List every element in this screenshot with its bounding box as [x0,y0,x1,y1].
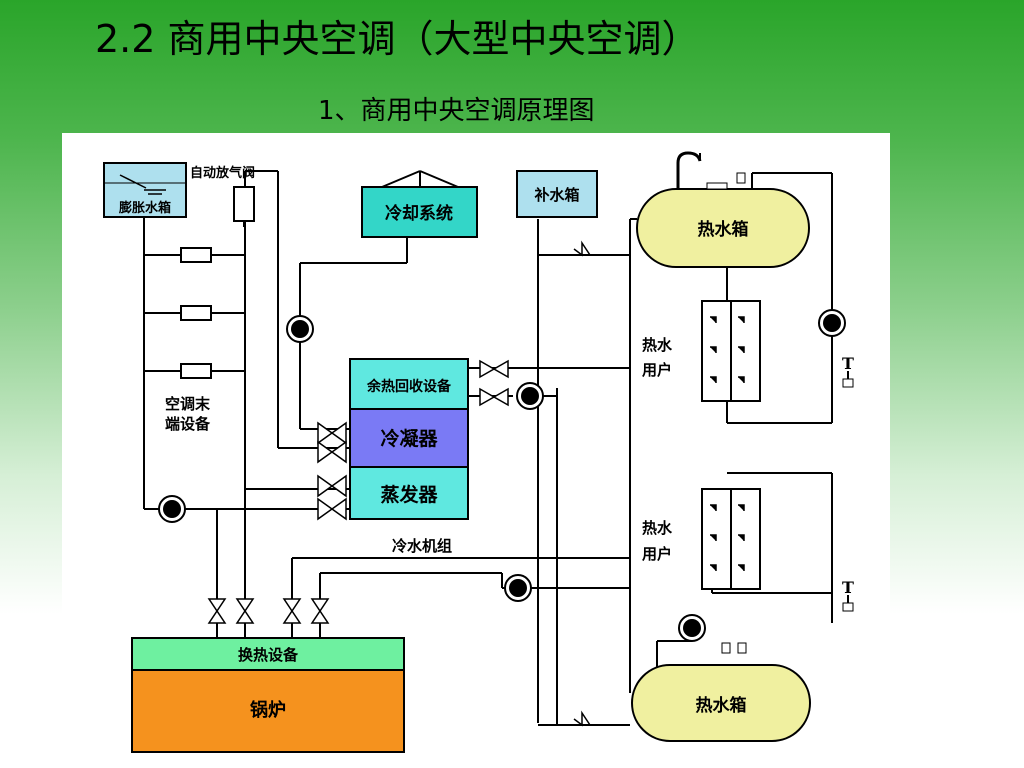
auto-air-valve-label: 自动放气阀 [190,165,255,181]
page-title: 2.2 商用中央空调（大型中央空调） [95,17,700,61]
thermometer-top-label: T [842,354,854,373]
ac-terminal-label-1: 空调末 [165,395,211,413]
chiller-unit: 余热回收设备 冷凝器 蒸发器 冷水机组 [349,358,469,555]
auto-air-valve: 自动放气阀 [190,165,255,227]
cooling-system: 冷却系统 [361,186,478,238]
hot-water-tank-top-label: 热水箱 [698,219,749,240]
heat-exchanger-label: 换热设备 [238,646,299,664]
chiller-unit-label: 冷水机组 [392,537,452,555]
hot-water-user-bottom: 热水 用户 [642,488,761,590]
thermometer-bottom: T [842,578,854,612]
evaporator-label: 蒸发器 [380,483,438,506]
hot-water-user-bottom-label-1: 热水 [642,519,673,537]
page-subtitle: 1、商用中央空调原理图 [318,96,595,126]
makeup-tank-label: 补水箱 [533,186,579,204]
hot-water-tank-bottom: 热水箱 [631,642,811,742]
makeup-water-tank: 补水箱 [516,170,598,218]
hot-water-tank-top: 热水箱 [636,151,810,268]
condenser-label: 冷凝器 [380,427,438,450]
hot-water-user-top-label-1: 热水 [642,336,673,354]
check-valves [573,240,591,727]
hot-water-user-top: 热水 用户 [642,300,761,402]
valves [207,359,509,624]
expansion-tank: 膨胀水箱 [103,162,187,218]
ac-terminal-coils: 空调末 端设备 [165,247,212,433]
boiler-assembly: 换热设备 锅炉 [131,637,405,753]
diagram-panel: 膨胀水箱 自动放气阀 空调末 端设备 冷却系统 补水箱 余热回收设备 冷凝器 蒸… [62,133,890,753]
thermometer-top: T [842,354,854,388]
expansion-tank-label: 膨胀水箱 [118,200,171,216]
thermometer-bottom-label: T [842,578,854,597]
hot-water-user-top-label-2: 用户 [642,361,672,379]
cooling-system-label: 冷却系统 [385,203,453,224]
heat-recovery-label: 余热回收设备 [366,378,452,395]
hot-water-user-bottom-label-2: 用户 [642,545,672,563]
pipe-network [143,153,833,726]
boiler-label: 锅炉 [250,699,286,721]
hot-water-tank-bottom-label: 热水箱 [696,695,747,716]
ac-terminal-label-2: 端设备 [165,415,211,433]
hvac-diagram: 膨胀水箱 自动放气阀 空调末 端设备 冷却系统 补水箱 余热回收设备 冷凝器 蒸… [103,151,854,753]
